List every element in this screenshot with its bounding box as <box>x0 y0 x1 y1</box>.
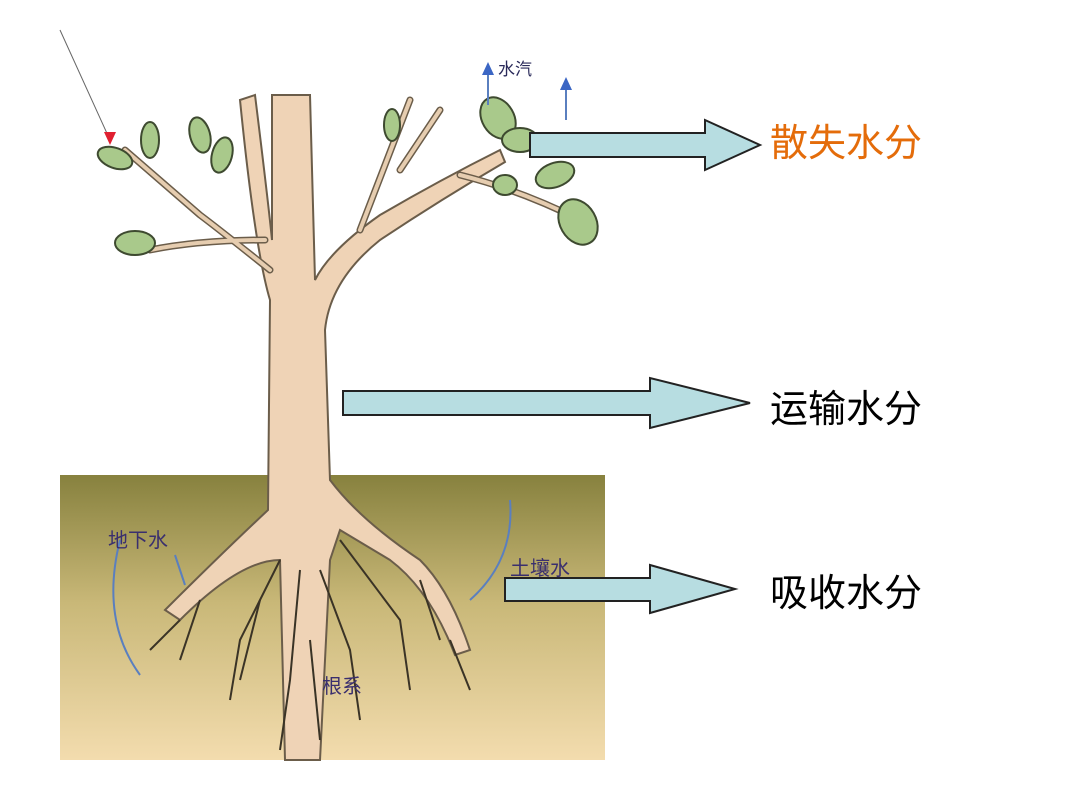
label-absorb-water: 吸收水分 <box>770 571 923 615</box>
arrow-absorb-water <box>504 563 739 615</box>
water-flow-arrows <box>59 29 567 676</box>
arrow-lose-water <box>529 118 763 172</box>
arrow-transport-water <box>342 376 751 430</box>
label-vapor: 水汽 <box>498 60 532 80</box>
trunk <box>163 93 507 761</box>
label-groundwater: 地下水 <box>108 528 168 552</box>
roots <box>149 539 471 751</box>
label-transport-water: 运输水分 <box>770 387 923 431</box>
label-lose-water: 散失水分 <box>770 121 923 165</box>
label-soil-water: 土壤水 <box>510 556 570 580</box>
label-root-system: 根系 <box>322 674 362 698</box>
leaves <box>96 96 599 256</box>
